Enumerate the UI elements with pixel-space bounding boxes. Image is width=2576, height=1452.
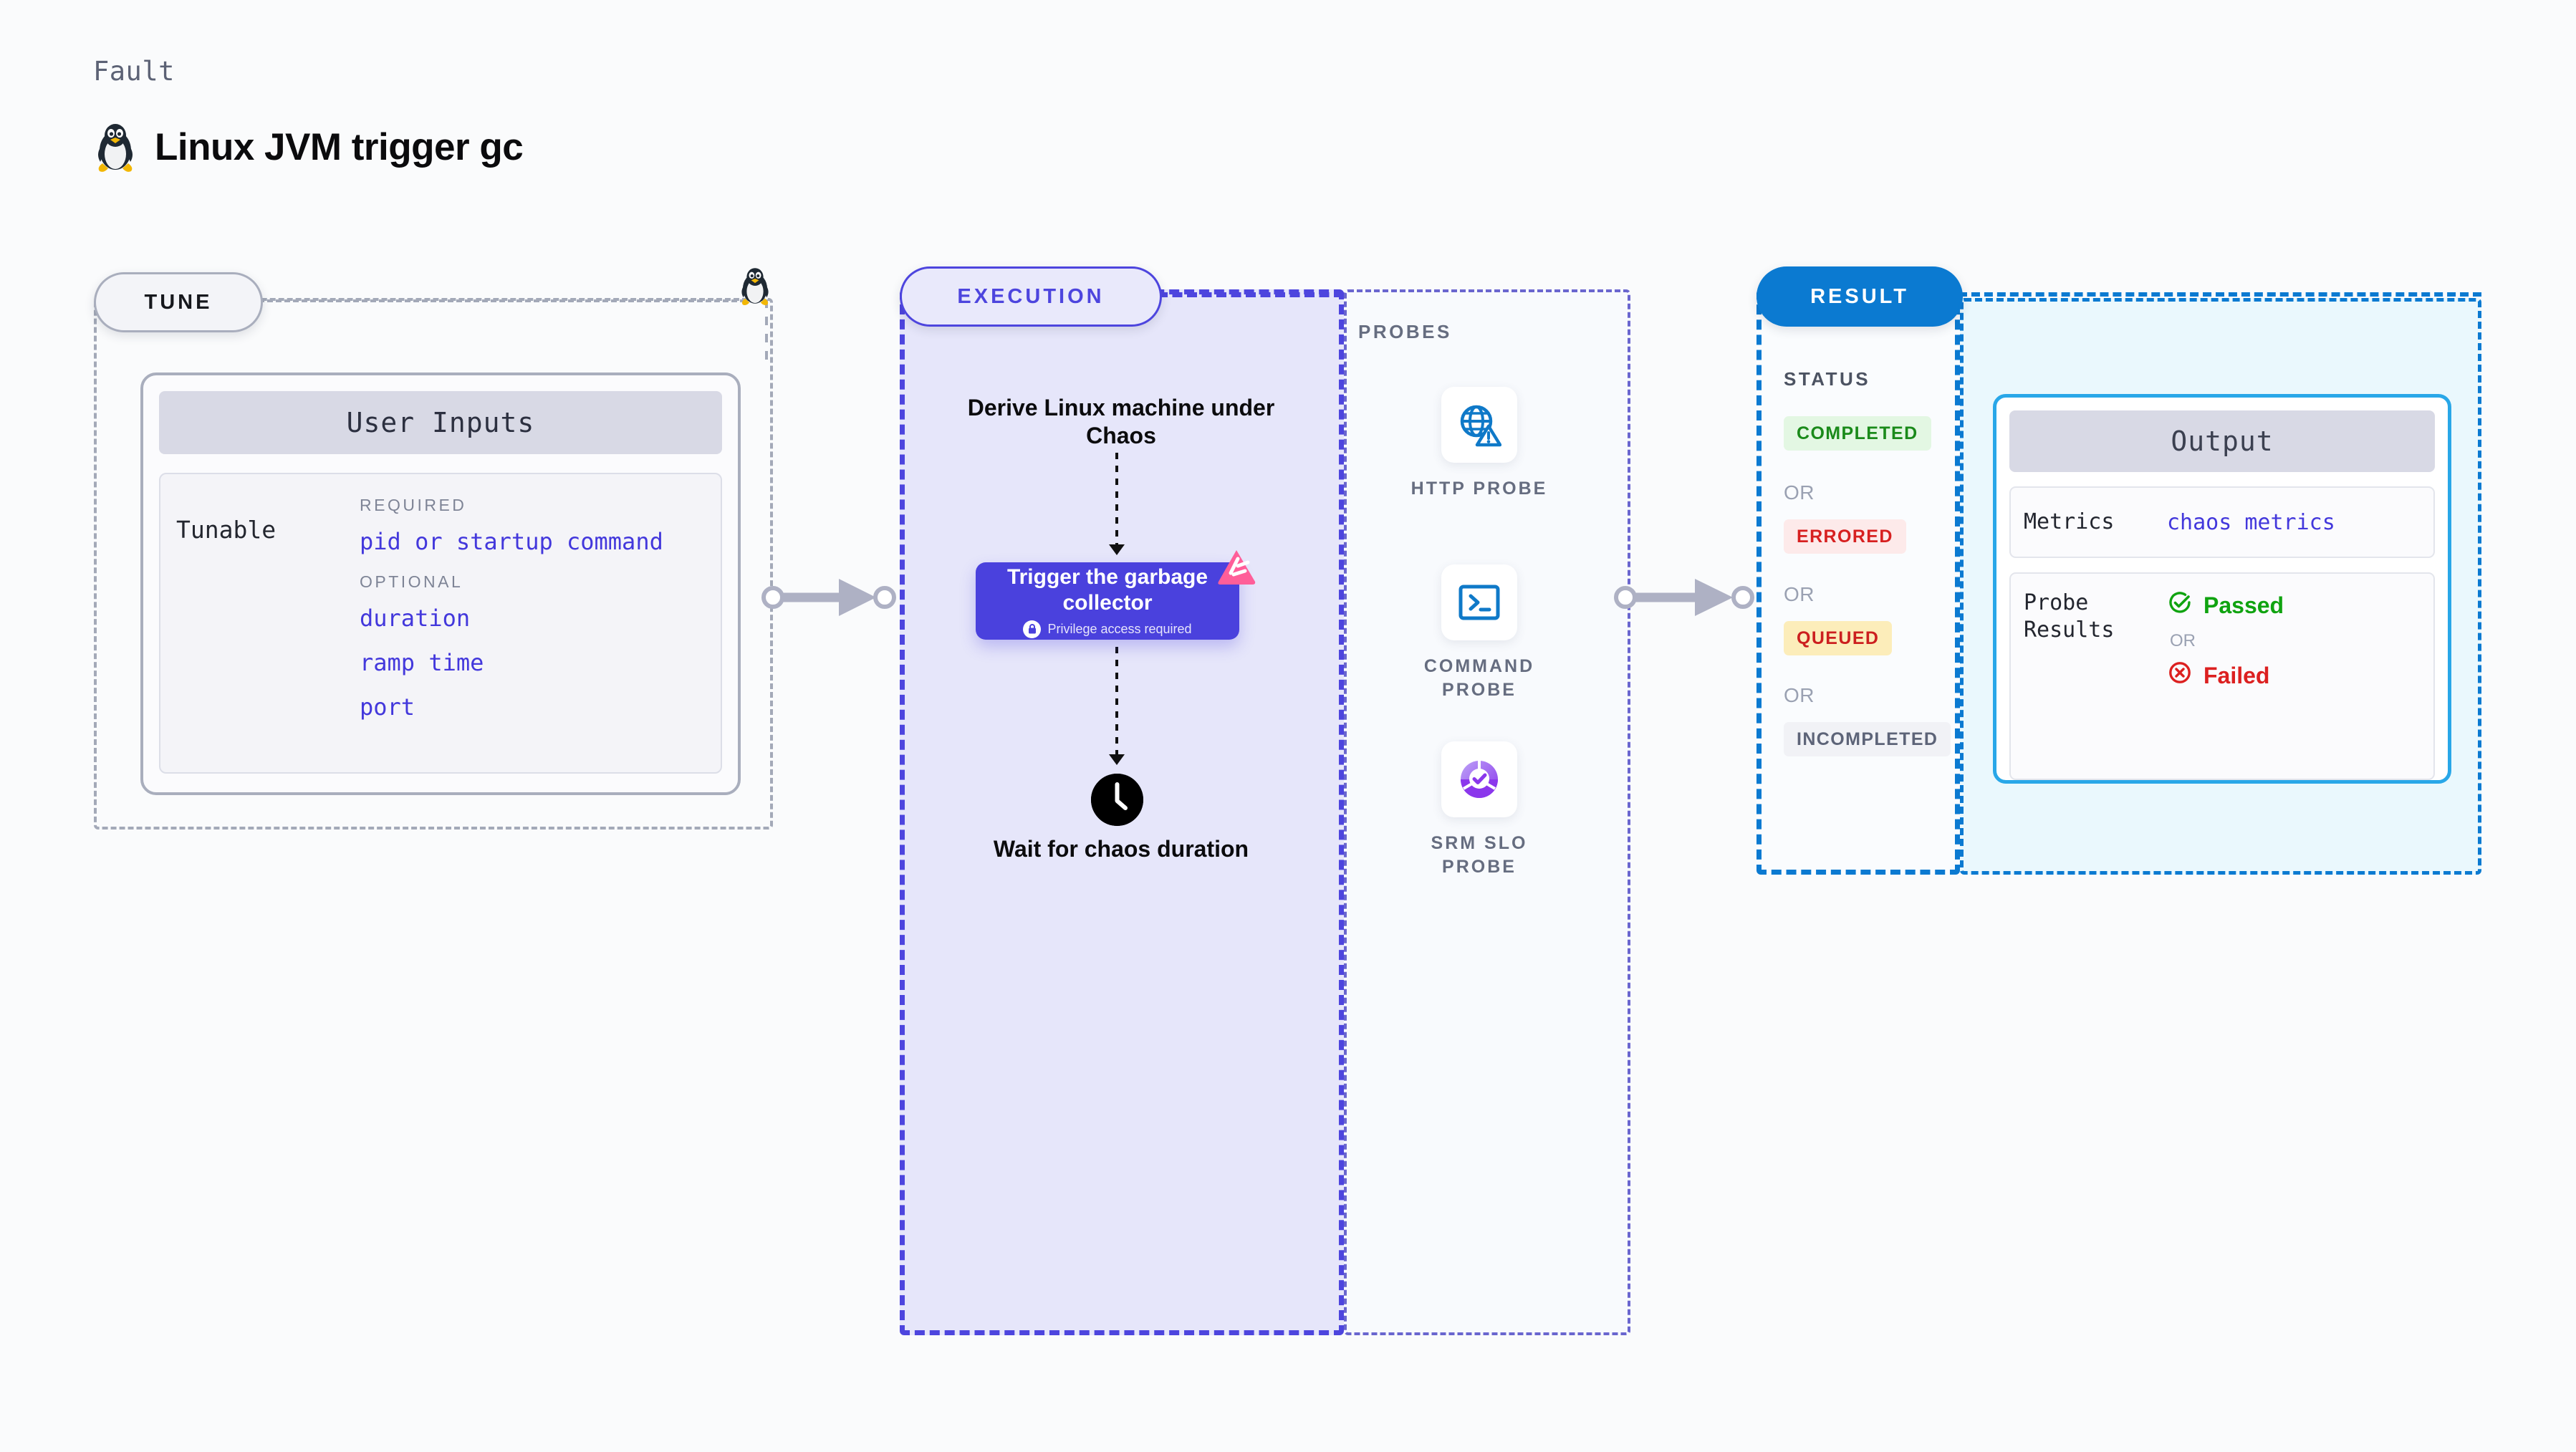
stage-pill-execution-label: EXECUTION xyxy=(957,284,1105,308)
probe-item-http[interactable]: HTTP PROBE xyxy=(1400,387,1558,501)
probe-result-failed: Failed xyxy=(2167,660,2284,691)
slo-donut-check-icon xyxy=(1441,741,1517,817)
tunable-row-label: Tunable xyxy=(176,516,277,544)
globe-warning-icon xyxy=(1441,387,1517,463)
execution-node-privilege-badge: Privilege access required xyxy=(1023,620,1192,638)
user-inputs-card: User Inputs Tunable REQUIRED pid or star… xyxy=(140,372,741,795)
probe-item-command[interactable]: COMMAND PROBE xyxy=(1400,564,1558,701)
tunable-field-pid[interactable]: pid or startup command xyxy=(360,528,663,555)
probe-result-passed-label: Passed xyxy=(2203,592,2284,618)
page-title: Linux JVM trigger gc xyxy=(155,125,524,168)
probes-section-label: PROBES xyxy=(1358,321,1452,342)
tunable-field-duration[interactable]: duration xyxy=(360,605,471,632)
execution-step-derive-label: Derive Linux machine under Chaos xyxy=(967,395,1275,449)
tune-penguin-stem xyxy=(765,299,768,364)
output-card-title: Output xyxy=(2009,410,2435,472)
output-row-probe-results-key: Probe Results xyxy=(2024,590,2115,643)
probe-result-failed-label: Failed xyxy=(2203,662,2270,688)
execution-node-title: Trigger the garbage collector xyxy=(1006,564,1208,615)
check-circle-icon xyxy=(2167,590,2193,621)
field-group-label-optional: OPTIONAL xyxy=(360,572,463,591)
flow-arrow-line-1 xyxy=(1115,453,1118,546)
status-badge-queued: QUEUED xyxy=(1784,621,1893,655)
result-leader-line xyxy=(1959,292,2481,297)
stage-pill-tune-label: TUNE xyxy=(144,290,213,314)
flow-arrow-head-2 xyxy=(1109,754,1125,765)
linux-penguin-icon xyxy=(738,265,772,307)
status-or-label-1: OR xyxy=(1784,481,1815,504)
stage-pill-result[interactable]: RESULT xyxy=(1756,266,1963,327)
tunable-field-port[interactable]: port xyxy=(360,693,415,721)
probe-result-passed: Passed xyxy=(2167,590,2284,621)
output-card: Output Metrics chaos metrics Probe Resul… xyxy=(1993,394,2451,784)
status-or-label-3: OR xyxy=(1784,684,1815,706)
execution-step-wait-label: Wait for chaos duration xyxy=(993,836,1249,862)
tunable-row: Tunable REQUIRED pid or startup command … xyxy=(159,473,722,774)
flow-arrow-line-2 xyxy=(1115,647,1118,756)
linux-penguin-icon xyxy=(93,120,138,173)
probe-caption-srm-slo: SRM SLO PROBE xyxy=(1431,833,1528,877)
page-title-row: Linux JVM trigger gc xyxy=(93,120,524,173)
status-badge-completed: COMPLETED xyxy=(1784,416,1931,451)
terminal-icon xyxy=(1441,564,1517,640)
harness-logo-icon xyxy=(1216,549,1256,590)
lock-icon xyxy=(1023,620,1042,638)
probe-result-or-label: OR xyxy=(2170,631,2196,650)
field-group-label-required: REQUIRED xyxy=(360,496,467,514)
status-badge-errored: ERRORED xyxy=(1784,519,1906,554)
connector-probes-to-result xyxy=(1614,573,1764,625)
stage-pill-tune[interactable]: TUNE xyxy=(94,272,263,332)
stage-pill-result-label: RESULT xyxy=(1810,284,1909,308)
stage-pill-execution[interactable]: EXECUTION xyxy=(900,266,1162,327)
clock-icon xyxy=(1091,774,1143,826)
tunable-fields: REQUIRED pid or startup command OPTIONAL… xyxy=(360,496,706,772)
execution-node-trigger-gc[interactable]: Trigger the garbage collector Privilege … xyxy=(976,562,1239,640)
status-or-label-2: OR xyxy=(1784,583,1815,605)
user-inputs-card-title: User Inputs xyxy=(159,391,722,454)
result-stage-container xyxy=(1756,289,1960,875)
output-probe-result-values: Passed OR Failed xyxy=(2167,590,2284,691)
probe-caption-command: COMMAND PROBE xyxy=(1423,656,1535,700)
page-eyebrow-label: Fault xyxy=(93,56,175,87)
connector-tune-to-execution xyxy=(761,573,905,625)
probe-item-srm-slo[interactable]: SRM SLO PROBE xyxy=(1400,741,1558,878)
tune-leader-line xyxy=(259,299,746,302)
output-row-probe-results: Probe Results Passed OR xyxy=(2009,572,2435,780)
output-row-metrics-key: Metrics xyxy=(2024,509,2115,534)
flow-arrow-head-1 xyxy=(1109,544,1125,555)
probe-caption-http: HTTP PROBE xyxy=(1410,479,1548,499)
status-badge-incompleted: INCOMPLETED xyxy=(1784,722,1951,756)
x-circle-icon xyxy=(2167,660,2193,691)
output-row-metrics: Metrics chaos metrics xyxy=(2009,486,2435,558)
output-row-metrics-value[interactable]: chaos metrics xyxy=(2167,509,2335,535)
execution-leader-line xyxy=(1158,292,1344,297)
tunable-field-ramp-time[interactable]: ramp time xyxy=(360,649,484,676)
result-status-label: STATUS xyxy=(1784,368,1871,390)
execution-node-badge-text: Privilege access required xyxy=(1047,621,1192,636)
